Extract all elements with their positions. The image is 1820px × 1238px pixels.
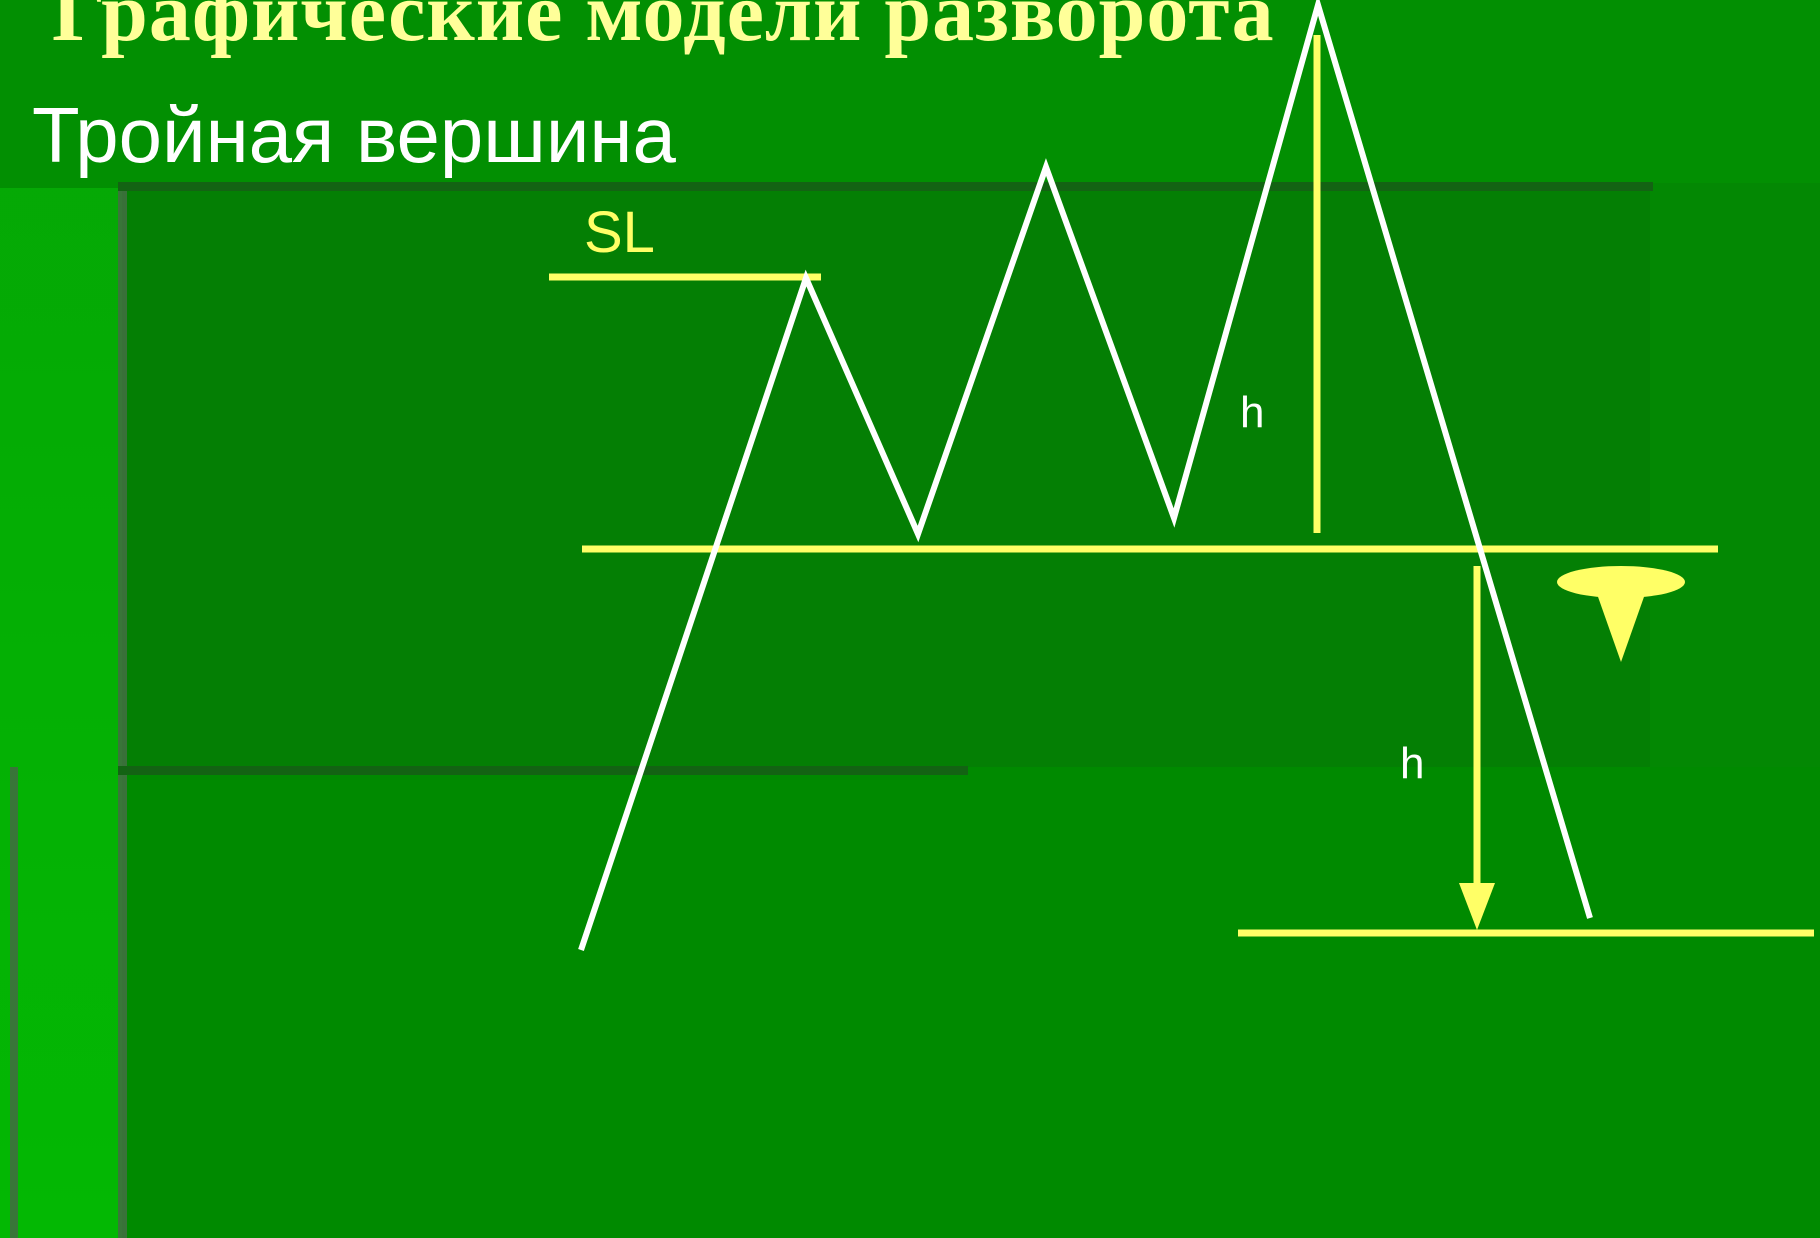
height-label-lower: h — [1400, 739, 1424, 788]
panel-edge-left-lower — [118, 767, 127, 1238]
arrow-down-icon — [1459, 883, 1495, 930]
price-path — [578, 0, 1593, 951]
panel-edge-mid — [118, 766, 968, 775]
sell-marker-pointer — [1597, 594, 1645, 662]
panel-edge-left-upper — [118, 183, 127, 773]
height-label-upper: h — [1240, 388, 1264, 437]
upper-panel — [122, 183, 1820, 767]
left-gradient-strip — [0, 0, 125, 1238]
title-band — [0, 0, 1820, 188]
lower-panel — [122, 767, 1820, 1238]
right-panel — [1650, 183, 1820, 767]
stop-loss-label: SL — [584, 200, 655, 265]
panel-edge-top — [118, 182, 1653, 191]
pattern-subtitle: Тройная вершина — [32, 91, 676, 179]
page-title: Графические модели разворота — [52, 0, 1275, 59]
panel-edge-far-left — [10, 767, 18, 1238]
sell-marker-icon — [1557, 566, 1685, 598]
